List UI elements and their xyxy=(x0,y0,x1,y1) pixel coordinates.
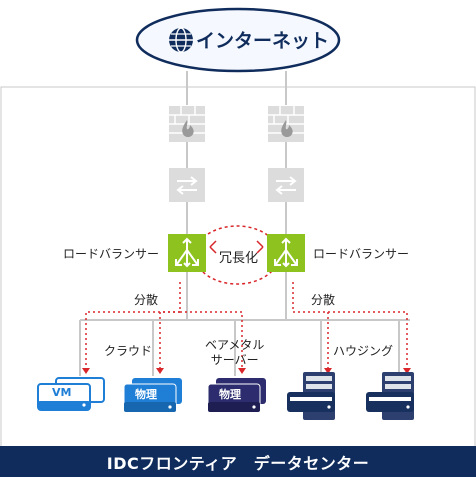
housing-rack-icon xyxy=(287,372,335,420)
globe-icon xyxy=(169,27,193,53)
switch-icon xyxy=(169,168,205,202)
vm-server-icon xyxy=(37,383,91,411)
housing-rack-icon xyxy=(366,372,414,420)
distribution-arrowheads xyxy=(82,368,411,374)
datacenter-footer: IDCフロンティア データセンター xyxy=(0,446,476,477)
vm-label: VM xyxy=(52,386,72,399)
distribution-lines xyxy=(85,282,408,370)
physical-server-icon xyxy=(123,383,177,413)
internet-ellipse xyxy=(135,7,341,73)
switch-icon xyxy=(268,168,304,202)
distribution-label-right: 分散 xyxy=(311,293,336,307)
load-balancer-icon xyxy=(267,234,305,272)
physical-label-cloud: 物理 xyxy=(135,388,157,401)
group-label-housing: ハウジング xyxy=(333,344,394,358)
physical-label-baremetal: 物理 xyxy=(219,388,241,401)
load-balancer-icon xyxy=(168,234,206,272)
group-label-baremetal: ベアメタル サーバー xyxy=(205,338,265,367)
group-label-cloud: クラウド xyxy=(104,344,153,358)
load-balancer-label-left: ロードバランサー xyxy=(63,247,160,261)
firewall-icon xyxy=(268,106,304,142)
load-balancer-label-right: ロードバランサー xyxy=(313,247,410,261)
firewall-icon xyxy=(169,106,205,142)
baremetal-server-icon xyxy=(207,383,261,413)
redundancy-label: 冗長化 xyxy=(219,251,259,266)
internet-label: インターネット xyxy=(196,30,330,52)
distribution-label-left: 分散 xyxy=(134,293,159,307)
